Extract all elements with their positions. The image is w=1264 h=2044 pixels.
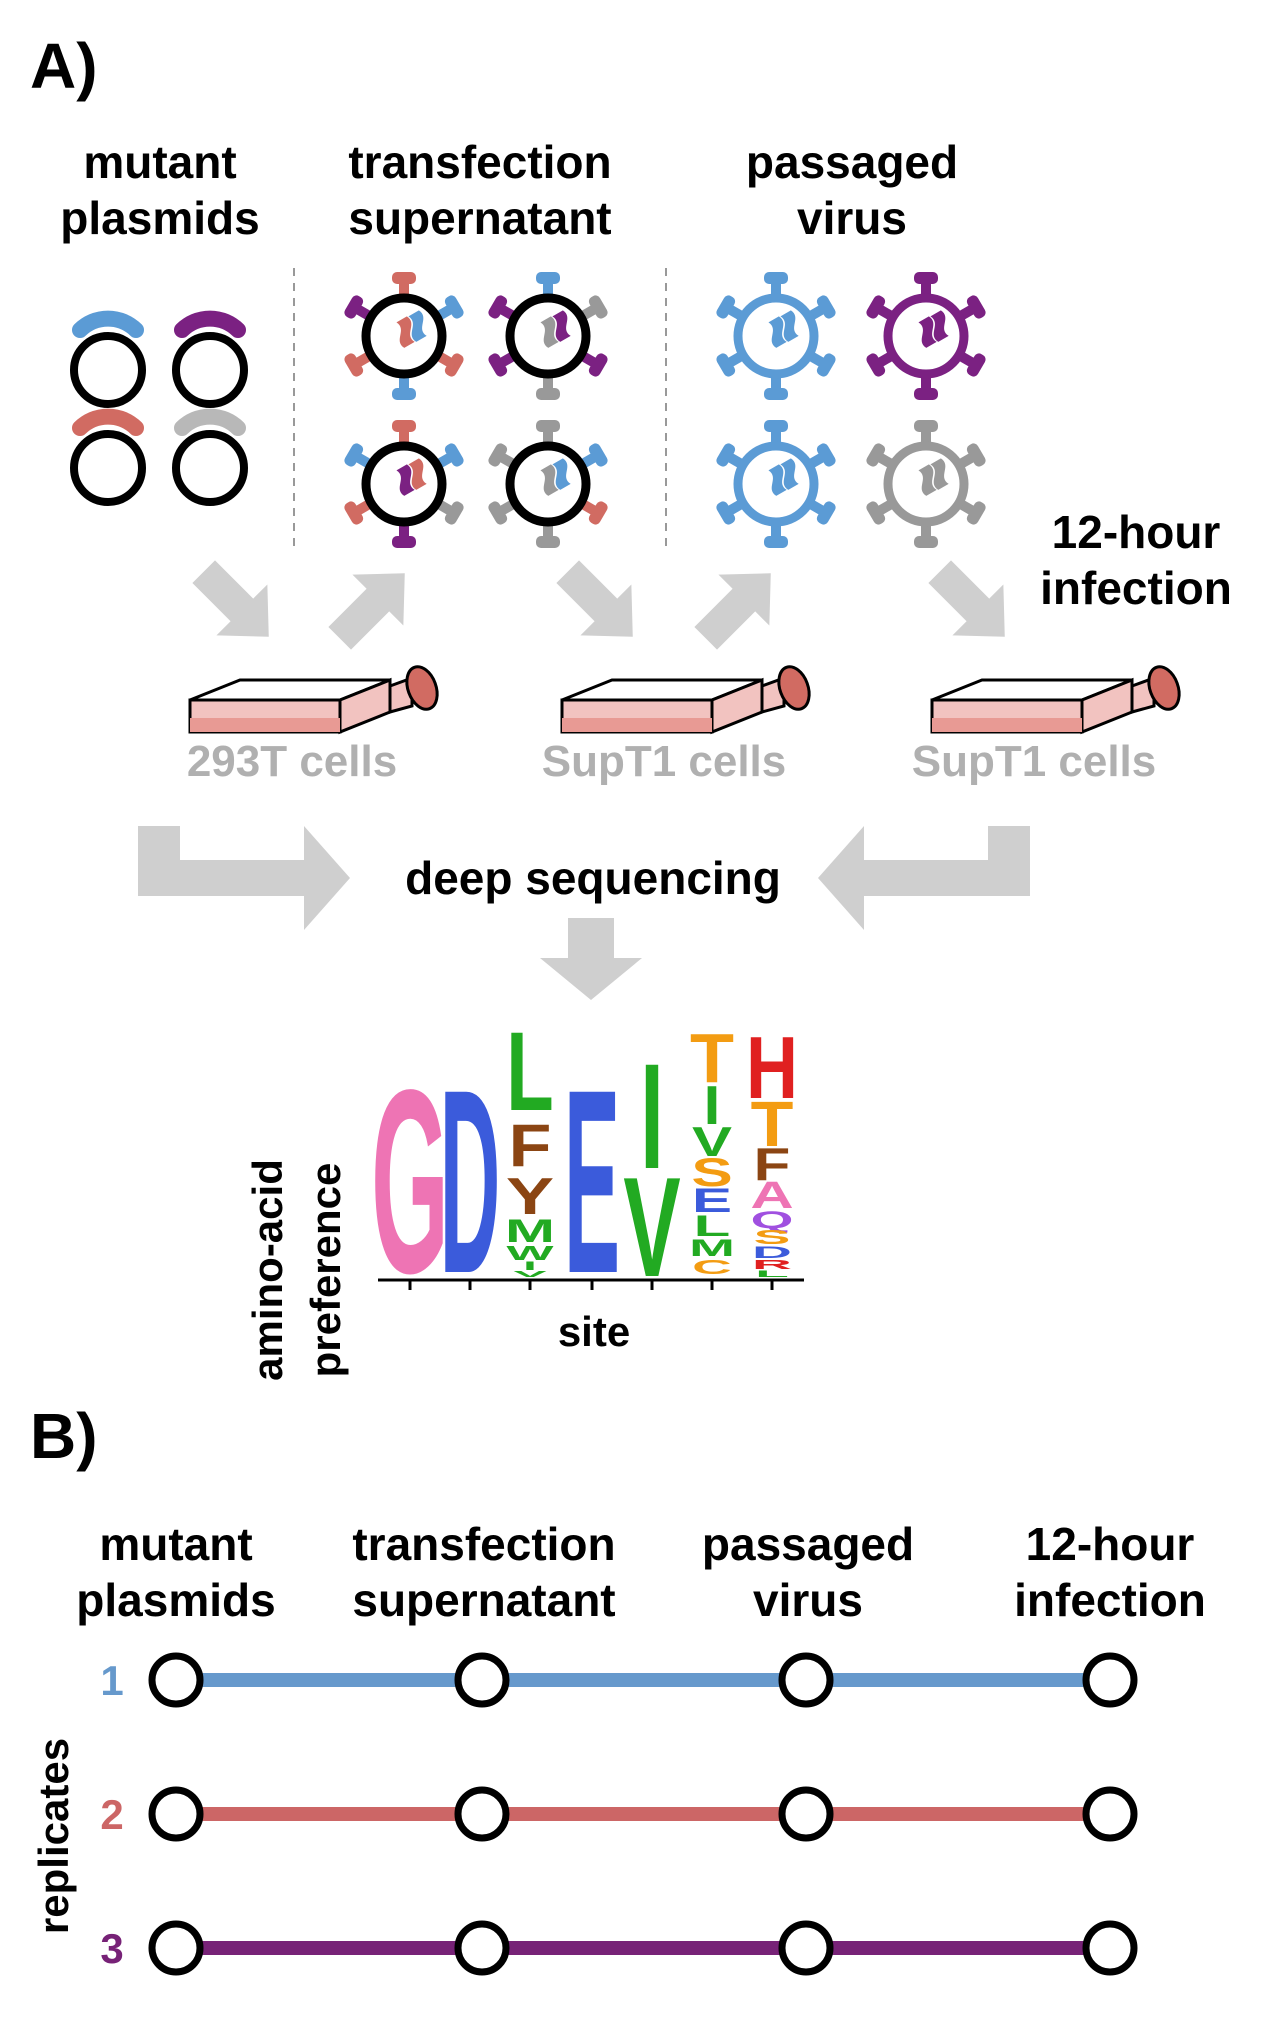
panel-b-label: B) xyxy=(30,1400,98,1472)
cell-flask-icon xyxy=(930,665,1181,735)
logo-letter: T xyxy=(751,1089,794,1161)
replicate-label: 2 xyxy=(100,1791,123,1838)
logo-letter: L xyxy=(506,1010,554,1134)
logo-letter: V xyxy=(513,1270,547,1279)
sample-node xyxy=(148,1786,204,1842)
replicate-row: 3 xyxy=(100,1920,1138,1976)
logo-letter: L xyxy=(694,1209,731,1243)
logo-ylabel-line2: preference xyxy=(302,1163,349,1378)
stage-title-line1: passaged xyxy=(746,136,958,188)
replicate-row: 1 xyxy=(100,1652,1138,1708)
cell-flask-icon xyxy=(188,665,439,735)
logo-letter: D xyxy=(440,1036,501,1328)
logo-letter: Q xyxy=(751,1207,794,1234)
virion-icon xyxy=(342,272,466,400)
sample-node xyxy=(778,1652,834,1708)
logo-xlabel: site xyxy=(558,1308,630,1355)
logo-letter: S xyxy=(754,1226,791,1248)
arrow-down-icon xyxy=(540,918,642,1000)
logo-letter: M xyxy=(689,1235,735,1262)
virion-icon xyxy=(486,272,610,400)
stage-title-line1: transfection xyxy=(348,136,611,188)
sample-node xyxy=(1082,1786,1138,1842)
infection-title-line1: 12-hour xyxy=(1052,506,1221,558)
cell-label: SupT1 cells xyxy=(912,737,1157,786)
column-title-line1: passaged xyxy=(702,1518,914,1570)
sequence-logo: amino-acid preference site G D L F Y M W… xyxy=(244,1010,804,1381)
stage-title-line2: plasmids xyxy=(60,192,259,244)
logo-letter: L xyxy=(755,1269,789,1279)
column-title-line1: 12-hour xyxy=(1026,1518,1195,1570)
infection-title-line2: infection xyxy=(1040,562,1232,614)
column-title-line2: infection xyxy=(1014,1574,1206,1626)
virion-icon xyxy=(486,420,610,548)
deep-sequencing-label: deep sequencing xyxy=(405,852,781,904)
logo-letter: D xyxy=(752,1243,792,1262)
panel-a-label: A) xyxy=(30,30,98,102)
logo-letter: R xyxy=(752,1258,792,1272)
cell-label: SupT1 cells xyxy=(542,737,787,786)
logo-letter: F xyxy=(754,1140,791,1191)
logo-letter: F xyxy=(509,1112,552,1179)
cell-label: 293T cells xyxy=(187,737,397,786)
arrow-down-right-icon xyxy=(928,560,1005,637)
logo-letter: M xyxy=(505,1213,555,1249)
elbow-arrow-right-icon xyxy=(138,826,350,930)
column-title-line1: transfection xyxy=(352,1518,615,1570)
sample-node xyxy=(1082,1920,1138,1976)
sample-node xyxy=(1082,1652,1138,1708)
sample-node xyxy=(148,1652,204,1708)
plasmid-icon xyxy=(74,310,142,404)
stage-title-line1: mutant xyxy=(83,136,236,188)
logo-letter: V xyxy=(623,1148,680,1306)
column-title-line2: plasmids xyxy=(76,1574,275,1626)
column-title-line2: virus xyxy=(753,1574,863,1626)
logo-ylabel-line1: amino-acid xyxy=(244,1159,291,1381)
plasmid-icon xyxy=(74,408,142,502)
plasmid-icon xyxy=(176,408,244,502)
arrow-up-right-icon xyxy=(694,573,771,650)
logo-letter: E xyxy=(692,1182,732,1220)
logo-letter: E xyxy=(564,1036,620,1328)
logo-letter: G xyxy=(371,1035,449,1328)
sample-node xyxy=(148,1920,204,1976)
logo-letter: A xyxy=(750,1174,793,1216)
logo-letter: I xyxy=(704,1075,721,1136)
virion-icon xyxy=(864,272,988,400)
virion-icon xyxy=(714,272,838,400)
arrow-down-right-icon xyxy=(556,560,633,637)
column-title-line1: mutant xyxy=(99,1518,252,1570)
logo-letter: I xyxy=(640,1032,664,1200)
logo-letter: I xyxy=(523,1259,537,1273)
sample-node xyxy=(778,1920,834,1976)
virion-icon xyxy=(714,420,838,548)
sample-node xyxy=(454,1652,510,1708)
replicate-row: 2 xyxy=(100,1786,1138,1842)
plasmid-icon xyxy=(176,310,244,404)
column-title-line2: supernatant xyxy=(352,1574,615,1626)
logo-letter: T xyxy=(690,1020,734,1098)
sample-node xyxy=(778,1786,834,1842)
replicates-ylabel: replicates xyxy=(30,1738,77,1934)
replicate-label: 3 xyxy=(100,1925,123,1972)
arrow-down-right-icon xyxy=(192,560,269,637)
stage-title-line2: supernatant xyxy=(348,192,611,244)
sample-node xyxy=(454,1920,510,1976)
logo-letter: V xyxy=(692,1118,733,1165)
cell-flask-icon xyxy=(560,665,811,735)
virion-icon xyxy=(342,420,466,548)
logo-letter: C xyxy=(692,1256,732,1278)
stage-title-line2: virus xyxy=(797,192,907,244)
logo-letter: Y xyxy=(506,1168,554,1226)
arrow-up-right-icon xyxy=(328,573,405,650)
logo-letter: H xyxy=(746,1019,798,1118)
sample-node xyxy=(454,1786,510,1842)
logo-letter: S xyxy=(691,1151,732,1195)
logo-letter: W xyxy=(506,1243,553,1265)
elbow-arrow-left-icon xyxy=(818,826,1030,930)
replicate-label: 1 xyxy=(100,1657,123,1704)
virion-icon xyxy=(864,420,988,548)
